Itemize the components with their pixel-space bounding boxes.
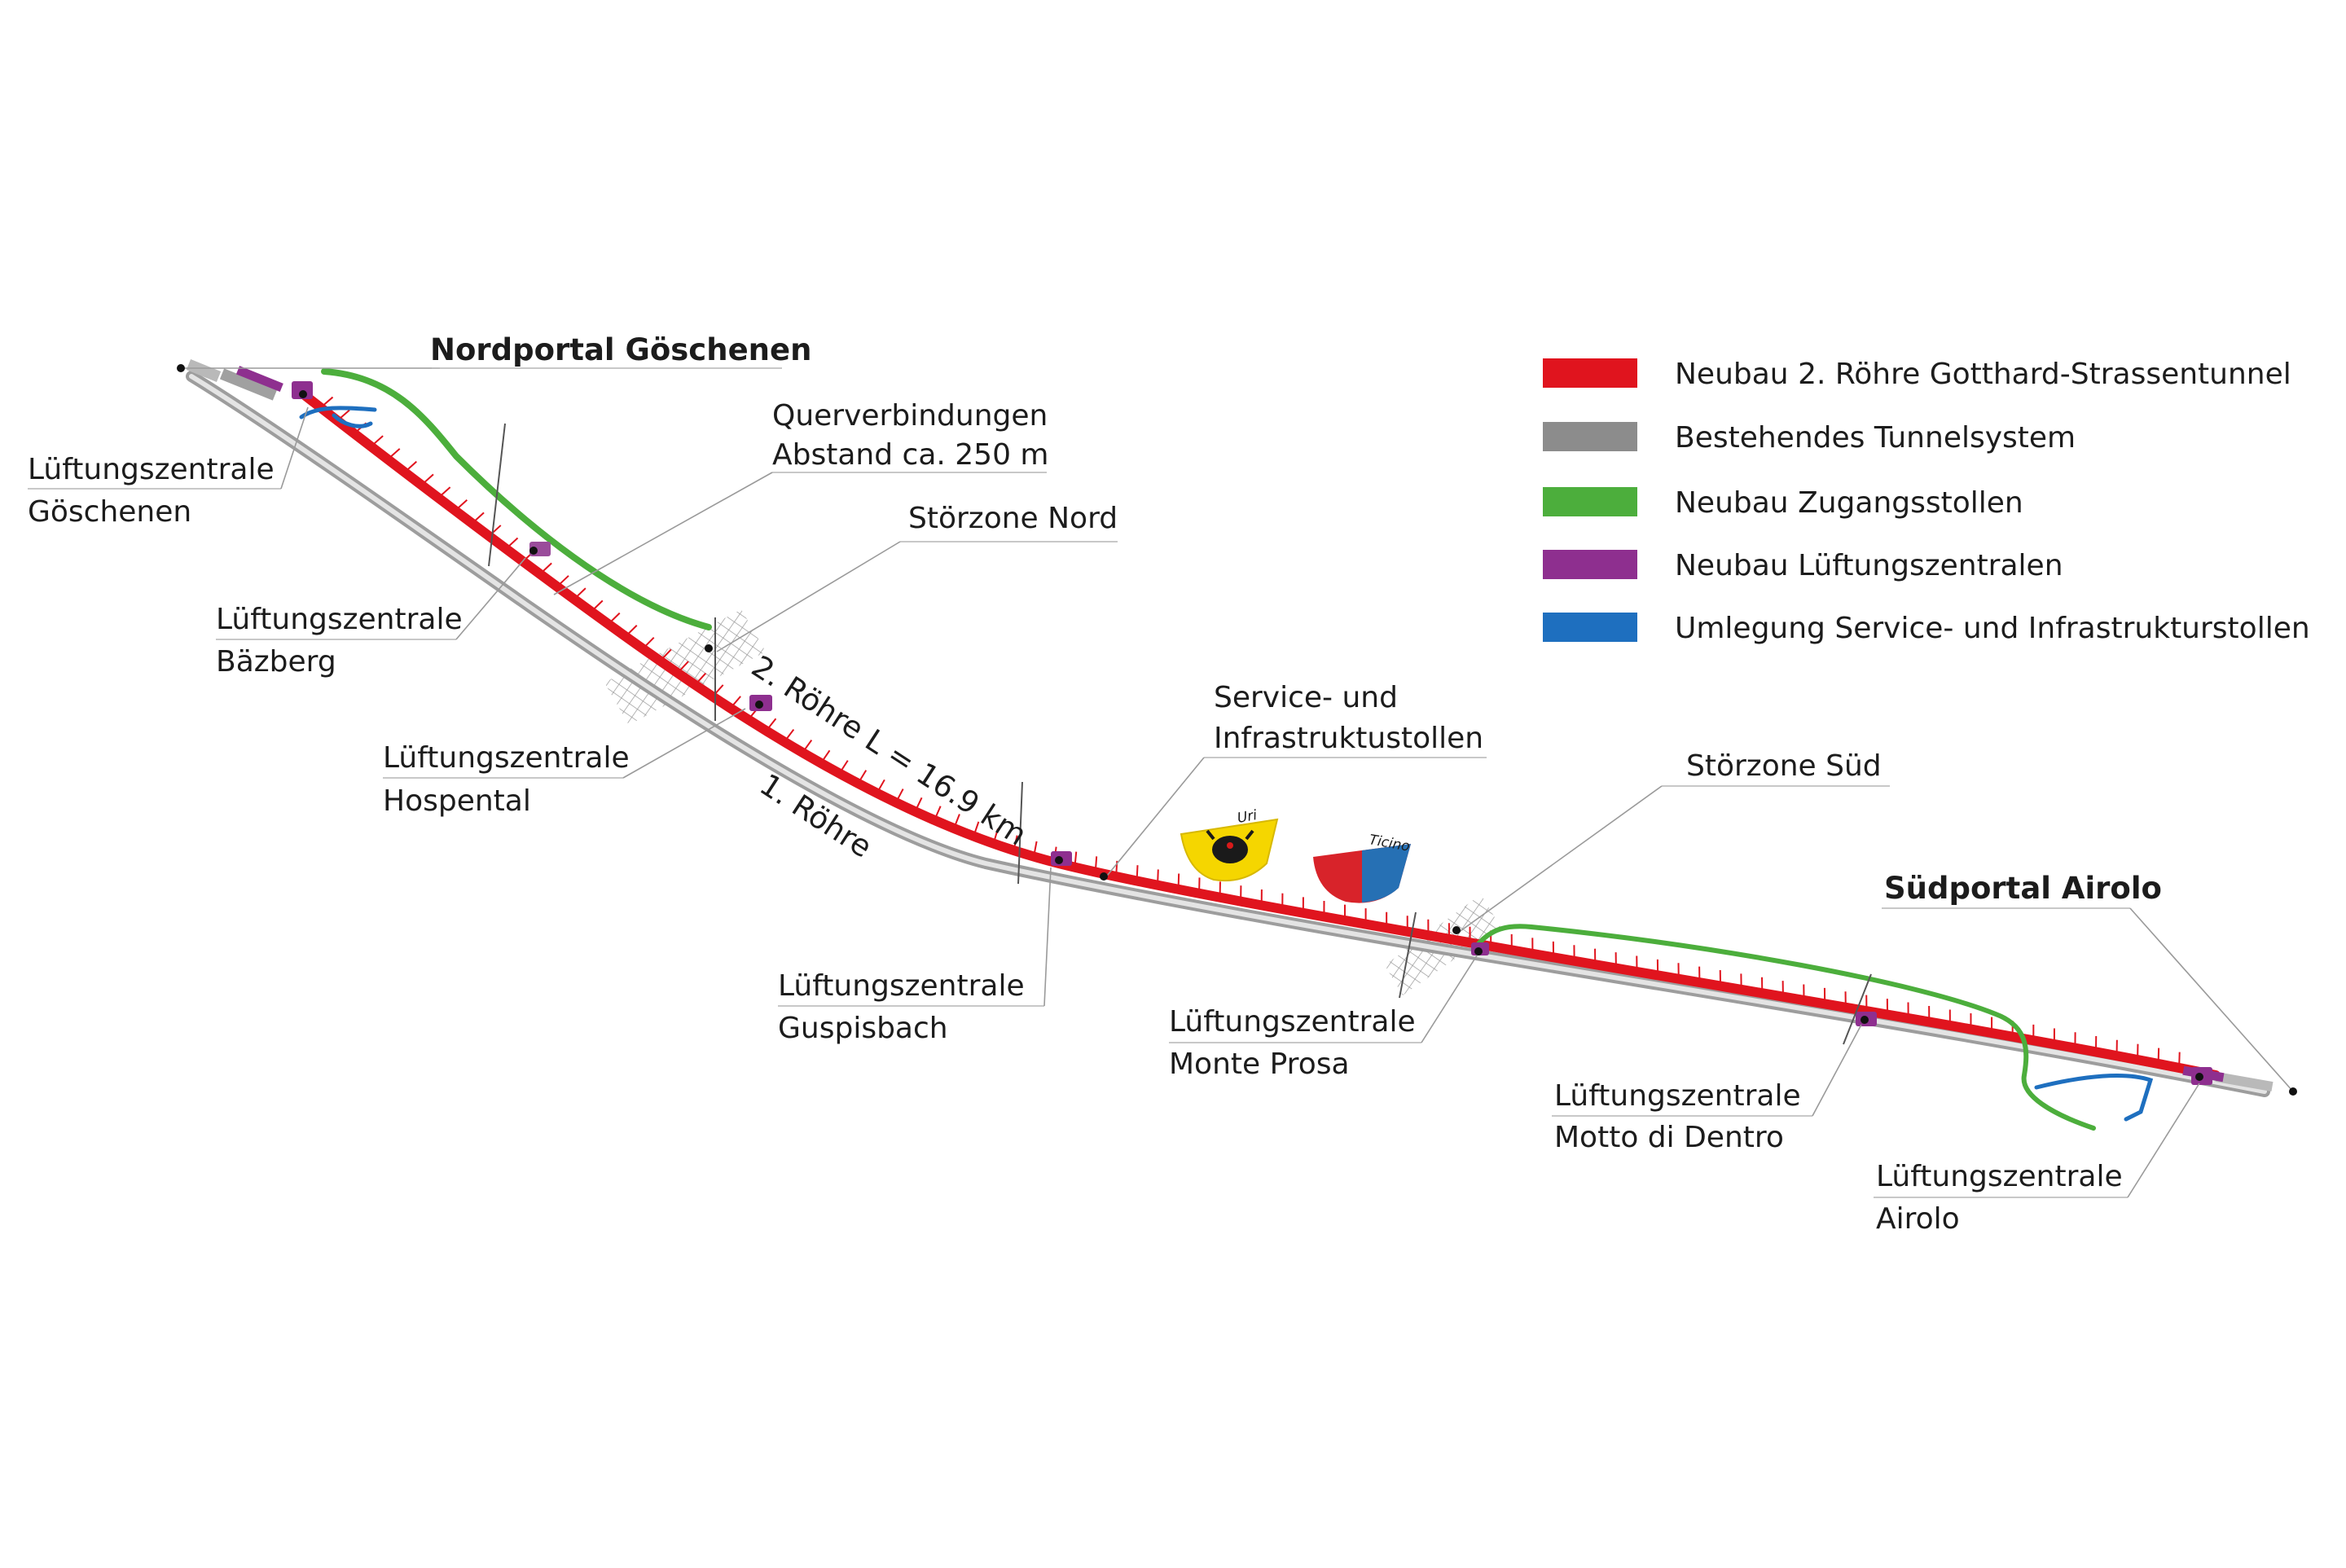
title-suedportal: Südportal Airolo	[1884, 871, 2162, 906]
crest-uri: Uri	[1181, 807, 1277, 881]
lz-baezberg-label-2: Bäzberg	[216, 645, 336, 679]
lz-hospental-label-1: Lüftungszentrale	[383, 741, 630, 775]
lz-goeschenen-label-1: Lüftungszentrale	[28, 453, 275, 486]
stoerzone-sued-label: Störzone Süd	[1686, 749, 1882, 783]
section-markers	[489, 424, 1871, 1044]
stoerzone-nord-label: Störzone Nord	[908, 502, 1118, 535]
legend-swatch-1	[1543, 358, 1637, 388]
lz-baezberg-label-1: Lüftungszentrale	[216, 603, 463, 636]
legend-label-4: Neubau Lüftungszentralen	[1675, 549, 2063, 582]
lz-hospental-label-2: Hospental	[383, 784, 531, 818]
lz-motto-label-1: Lüftungszentrale	[1554, 1079, 1801, 1113]
lz-airolo-label-1: Lüftungszentrale	[1876, 1160, 2123, 1193]
legend-swatch-2	[1543, 422, 1637, 451]
querverbindungen-label-1: Querverbindungen	[772, 399, 1048, 433]
querverbindungen-label-2: Abstand ca. 250 m	[772, 438, 1049, 472]
legend-label-2: Bestehendes Tunnelsystem	[1675, 421, 2076, 455]
lz-guspisbach-label-1: Lüftungszentrale	[778, 969, 1025, 1003]
crest-ticino: Ticino	[1313, 832, 1411, 903]
legend: Neubau 2. Röhre Gotthard-StrassentunnelB…	[1543, 358, 2310, 645]
legend-label-5: Umlegung Service- und Infrastrukturstoll…	[1675, 612, 2310, 645]
lz-motto-label-2: Motto di Dentro	[1554, 1121, 1784, 1154]
legend-label-3: Neubau Zugangsstollen	[1675, 486, 2023, 520]
service-label-2: Infrastruktustollen	[1214, 722, 1483, 755]
legend-swatch-5	[1543, 613, 1637, 642]
legend-swatch-4	[1543, 550, 1637, 579]
lz-airolo-label-2: Airolo	[1876, 1202, 1960, 1236]
title-nordportal: Nordportal Göschenen	[430, 332, 811, 367]
lz-monte-prosa-label-2: Monte Prosa	[1169, 1048, 1350, 1081]
lz-goeschenen-label-2: Göschenen	[28, 495, 191, 529]
legend-label-1: Neubau 2. Röhre Gotthard-Strassentunnel	[1675, 358, 2291, 391]
service-label-1: Service- und	[1214, 681, 1398, 714]
legend-swatch-3	[1543, 487, 1637, 516]
crest-uri-label: Uri	[1236, 807, 1259, 827]
lz-monte-prosa-label-1: Lüftungszentrale	[1169, 1005, 1416, 1039]
lz-guspisbach-label-2: Guspisbach	[778, 1012, 948, 1045]
